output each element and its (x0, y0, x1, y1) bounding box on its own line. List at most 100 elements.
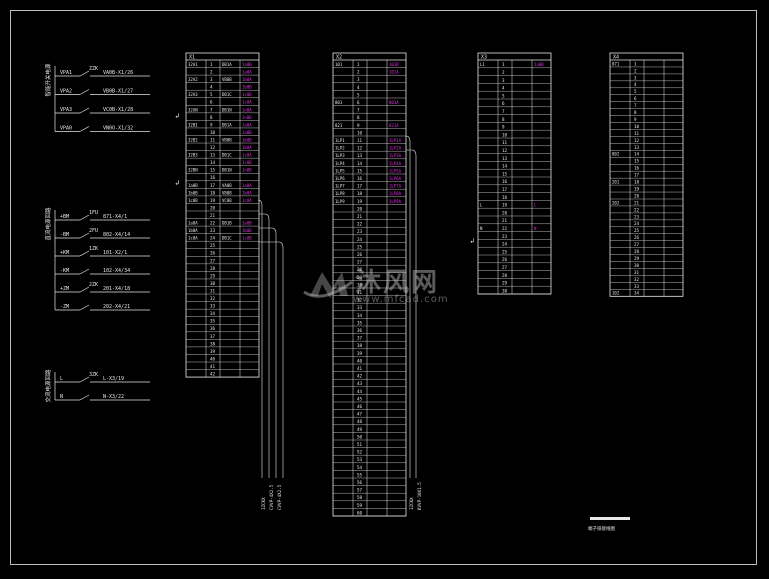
terminal-block-x4-internal-wire: 201 (612, 180, 620, 185)
terminal-block-x2-terminal-number: 19 (357, 199, 363, 204)
terminal-block-x3-terminal-number: 27 (502, 265, 508, 270)
terminal-block-x2-terminal-number: 40 (357, 358, 363, 363)
terminal-block-x1-internal-wire: 32B1 (188, 122, 198, 127)
terminal-block-x1-external-wire: 1a0B (242, 221, 252, 226)
terminal-block-x2-external-wire: 821A (389, 123, 399, 128)
terminal-block-x1-terminal-number: 18 (210, 190, 216, 195)
dc-power-group-destination-label: 201-X4/18 (103, 286, 130, 292)
terminal-block-x2-terminal-number: 49 (357, 427, 363, 432)
terminal-block-x4-terminal-number: 30 (634, 263, 640, 268)
terminal-block-x1-internal-wire: 1c0B (188, 198, 198, 203)
terminal-block-x4-terminal-number: 12 (634, 138, 640, 143)
terminal-block-x2-terminal-number: 7 (357, 108, 360, 113)
terminal-block-x3-terminal-number: 4 (502, 86, 505, 91)
terminal-block-x1-terminal-number: 20 (210, 205, 216, 210)
ac-voltage-group-switch (79, 107, 90, 114)
terminal-block-x2-terminal-number: 26 (357, 252, 363, 257)
ac-voltage-group-source-label: VPA3 (60, 107, 72, 113)
terminal-block-x1-terminal-number: 15 (210, 168, 216, 173)
terminal-block-x2-terminal-number: 17 (357, 184, 363, 189)
dc-power-group-source-label: +BM (60, 214, 69, 220)
terminal-block-x1-terminal-number: 25 (210, 243, 216, 248)
terminal-block-x3-title: X3 (481, 55, 487, 61)
terminal-block-x1-device-ref: DB1N (222, 168, 232, 173)
terminal-block-x2-internal-wire: 1LP9 (335, 199, 345, 204)
terminal-block-x3-terminal-number: 2 (502, 70, 505, 75)
terminal-block-x1-external-wire: 1n0B (242, 168, 252, 173)
terminal-block-x1-device-ref: DB1N (222, 107, 232, 112)
terminal-block-x1-title: X1 (189, 55, 195, 61)
terminal-block-x3-terminal-number: 22 (502, 226, 508, 231)
ac-voltage-group-destination-label: VB0B-X1/27 (103, 89, 133, 95)
terminal-block-x3-terminal-number: 30 (502, 288, 508, 293)
x1-cable-wire (259, 227, 277, 478)
terminal-block-x1-external-wire: 1b0B (242, 137, 252, 142)
terminal-block-x1-internal-wire: 32B2 (188, 137, 198, 142)
terminal-block-x2-terminal-number: 46 (357, 404, 363, 409)
terminal-block-x1-terminal-number: 31 (210, 288, 216, 293)
terminal-block-x2-external-wire: 1LP3A (389, 153, 402, 158)
terminal-block-x2-terminal-number: 27 (357, 260, 363, 265)
terminal-block-x2-terminal-number: 56 (357, 480, 363, 485)
terminal-block-x1-terminal-number: 1 (210, 62, 213, 67)
terminal-block-x2-terminal-number: 29 (357, 275, 363, 280)
terminal-block-x3-terminal-number: 13 (502, 156, 508, 161)
watermark-title: 沐风网 (355, 268, 440, 298)
terminal-block-x1-device-ref: VB0B (222, 137, 232, 142)
terminal-block-x1-internal-wire: 1a0B (188, 183, 198, 188)
terminal-block-x3-terminal-number: 8 (502, 117, 505, 122)
terminal-block-x3-terminal-number: 14 (502, 164, 508, 169)
title-note-bar (590, 517, 630, 520)
terminal-block-x3-terminal-number: 10 (502, 132, 508, 137)
terminal-block-x1-external-wire: 1a0A (242, 70, 252, 75)
x1-cable-wire (259, 241, 284, 478)
terminal-block-x1-internal-wire: 32BN (188, 168, 198, 173)
terminal-block-x4-terminal-number: 4 (634, 82, 637, 87)
terminal-block-x1-device-ref: VB0B (222, 190, 232, 195)
terminal-block-x2-terminal-number: 6 (357, 100, 360, 105)
ac-power-group: 交流电源回路 (44, 369, 52, 403)
terminal-block-x2-terminal-number: 12 (357, 146, 363, 151)
terminal-block-x1-device-ref: DB1C (222, 236, 232, 241)
terminal-block-x2-terminal-number: 58 (357, 495, 363, 500)
connection-marker-icon: ↲ (470, 237, 474, 245)
terminal-block-x2-terminal-number: 25 (357, 244, 363, 249)
ac-voltage-group-switch (79, 126, 90, 132)
terminal-block-x4-terminal-number: 33 (634, 284, 640, 289)
terminal-block-x4-internal-wire: 102 (612, 291, 620, 296)
terminal-block-x2-internal-wire: 1LP8 (335, 191, 345, 196)
terminal-block-x4-terminal-number: 26 (634, 235, 640, 240)
ac-voltage-group-destination-label: VC0B-X1/28 (103, 107, 133, 113)
terminal-block-x4-terminal-number: 21 (634, 200, 640, 205)
terminal-block-x1-external-wire: 1c0A (242, 198, 252, 203)
terminal-block-x3-terminal-number: 17 (502, 187, 508, 192)
terminal-block-x1-device-ref: DB1C (222, 92, 232, 97)
terminal-block-x1-terminal-number: 13 (210, 153, 216, 158)
terminal-block-x3 (477, 52, 552, 295)
terminal-block-x3-terminal-number: 6 (502, 101, 505, 106)
terminal-block-x3-terminal-number: 21 (502, 218, 508, 223)
ac-voltage-group-destination-label: VN0O-X1/32 (103, 126, 133, 132)
terminal-block-x2-internal-wire: 1LP3 (335, 153, 345, 158)
terminal-block-x4-terminal-number: 16 (634, 166, 640, 171)
terminal-block-x3-internal-wire: L (480, 203, 483, 208)
x2-cable-wire (406, 149, 417, 478)
terminal-block-x2-internal-wire: 101 (335, 62, 343, 67)
terminal-block-x2-terminal-number: 37 (357, 336, 363, 341)
terminal-block-x2-terminal-number: 43 (357, 381, 363, 386)
terminal-block-x1-terminal-number: 10 (210, 130, 216, 135)
dc-power-group-source-label: -KM (60, 268, 69, 274)
terminal-block-x2-terminal-number: 15 (357, 168, 363, 173)
dc-power-group-device-tag: 1ZK (89, 246, 98, 252)
terminal-block-x1-terminal-number: 28 (210, 266, 216, 271)
terminal-block-x4-terminal-number: 10 (634, 124, 640, 129)
terminal-block-x2-external-wire: 101B (389, 62, 399, 67)
terminal-block-x2-terminal-number: 33 (357, 305, 363, 310)
terminal-block-x2-internal-wire: 1LP5 (335, 168, 345, 173)
title-note-text: 端子排接线图 (588, 525, 615, 532)
ac-power-group-destination-label: L-X3/19 (103, 376, 124, 382)
terminal-block-x4-terminal-number: 8 (634, 110, 637, 115)
terminal-block-x1-external-wire: 1c0A (242, 153, 252, 158)
terminal-block-x3-terminal-number: 12 (502, 148, 508, 153)
terminal-block-x3-terminal-number: 24 (502, 242, 508, 247)
